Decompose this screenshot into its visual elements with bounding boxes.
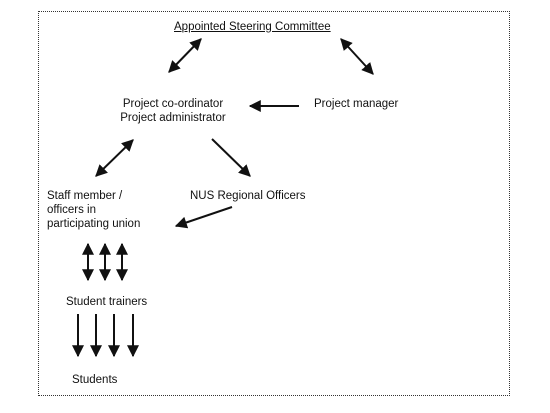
coordinator-line: Project co-ordinator [122, 98, 224, 110]
coordinator-regional-arrow [211, 138, 251, 177]
students-label: Students [72, 374, 118, 386]
regional-staff-arrow [174, 206, 233, 229]
diagram-border [38, 11, 510, 396]
staff-member-label: Staff member / officers in participating… [47, 189, 140, 231]
staff-line-1: Staff member / [47, 190, 123, 202]
committee-manager-arrow [340, 38, 374, 75]
administrator-line: Project administrator [120, 112, 226, 124]
project-coordinator-label: Project co-ordinator Project administrat… [94, 97, 252, 125]
student-trainers-label: Student trainers [66, 296, 148, 308]
coordinator-staff-arrow [95, 139, 134, 177]
committee-coordinator-arrow [168, 38, 202, 73]
staff-line-3: participating union [47, 218, 141, 230]
project-manager-label: Project manager [314, 98, 399, 110]
steering-committee-label: Appointed Steering Committee [174, 21, 331, 33]
nus-regional-officers-label: NUS Regional Officers [190, 190, 306, 202]
staff-line-2: officers in [47, 204, 97, 216]
